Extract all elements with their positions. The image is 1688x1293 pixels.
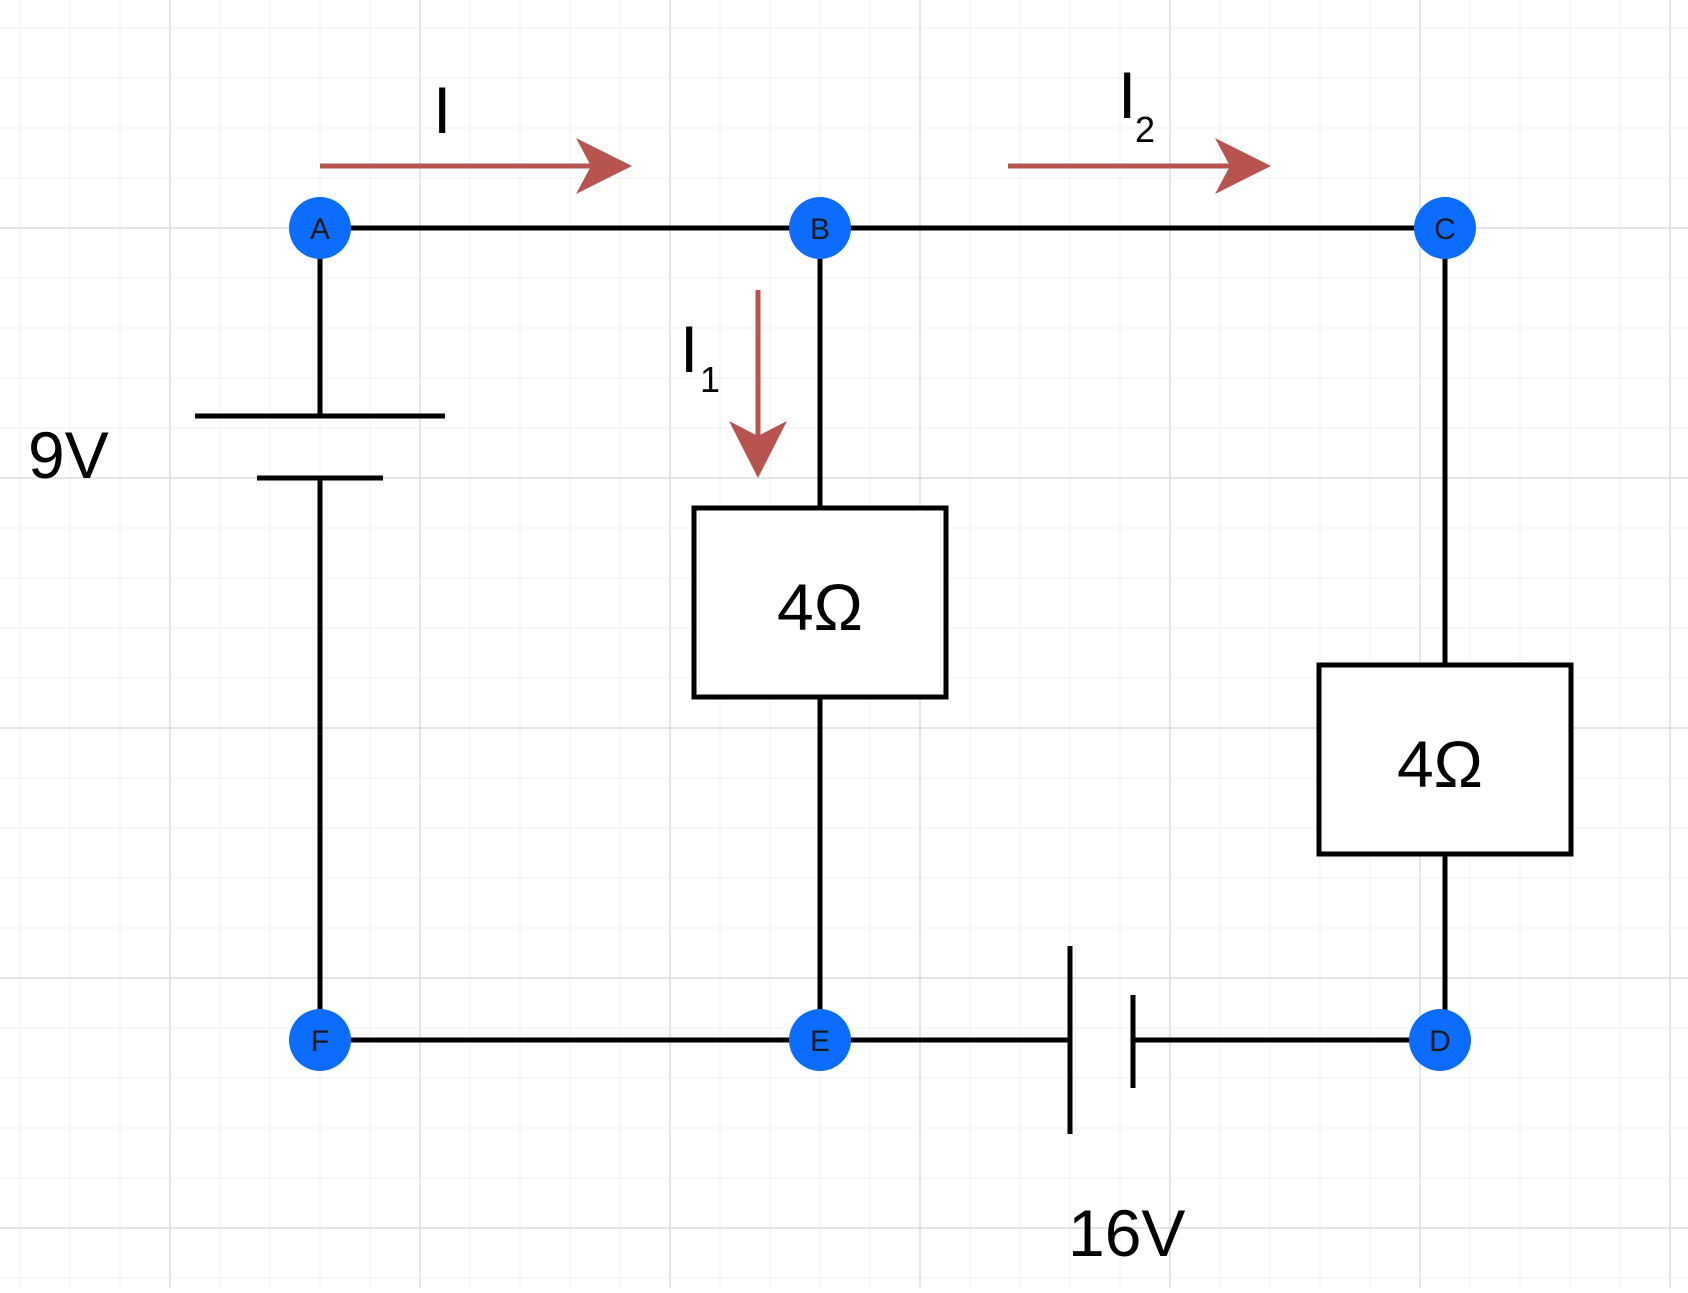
battery-bottom-label: 16V: [1068, 1196, 1185, 1270]
node-f-label: F: [311, 1025, 329, 1058]
node-b-dot: [789, 197, 851, 259]
current-label-i1-subscript: 1: [700, 359, 720, 400]
resistor-right: 4Ω: [1316, 662, 1574, 857]
wires: [317, 225, 1448, 1043]
node-e-label: E: [810, 1025, 830, 1058]
node-a-label: A: [310, 213, 330, 246]
resistor-right-box: [1316, 662, 1574, 857]
current-label-i1: I: [680, 312, 698, 386]
node-d-label: D: [1429, 1025, 1451, 1058]
current-arrow-i1: I 1: [680, 290, 787, 478]
resistor-middle-label: 4Ω: [777, 570, 863, 644]
current-arrow-i: I: [320, 73, 632, 194]
current-arrow-i-head: [576, 138, 632, 194]
node-c-dot: [1414, 197, 1476, 259]
resistor-middle: 4Ω: [691, 505, 949, 700]
battery-bottom: 16V: [1067, 946, 1185, 1270]
current-arrow-i1-head: [729, 421, 787, 478]
node-b: B: [789, 197, 851, 259]
node-d-dot: [1409, 1009, 1471, 1071]
battery-left: 9V: [28, 413, 445, 492]
node-f-dot: [289, 1009, 351, 1071]
node-d: D: [1409, 1009, 1471, 1071]
node-c: C: [1414, 197, 1476, 259]
current-label-i2: I: [1118, 58, 1136, 132]
battery-left-label: 9V: [28, 418, 109, 492]
current-label-i2-subscript: 2: [1135, 109, 1155, 150]
current-label-i: I: [433, 73, 451, 147]
node-a-dot: [289, 197, 351, 259]
node-e: E: [789, 1009, 851, 1071]
resistor-middle-box: [691, 505, 949, 700]
current-arrow-i2-head: [1215, 138, 1271, 194]
node-c-label: C: [1434, 213, 1456, 246]
current-arrow-i2: I 2: [1008, 58, 1271, 194]
node-f: F: [289, 1009, 351, 1071]
node-a: A: [289, 197, 351, 259]
resistor-right-label: 4Ω: [1397, 727, 1483, 801]
node-b-label: B: [810, 213, 830, 246]
node-e-dot: [789, 1009, 851, 1071]
